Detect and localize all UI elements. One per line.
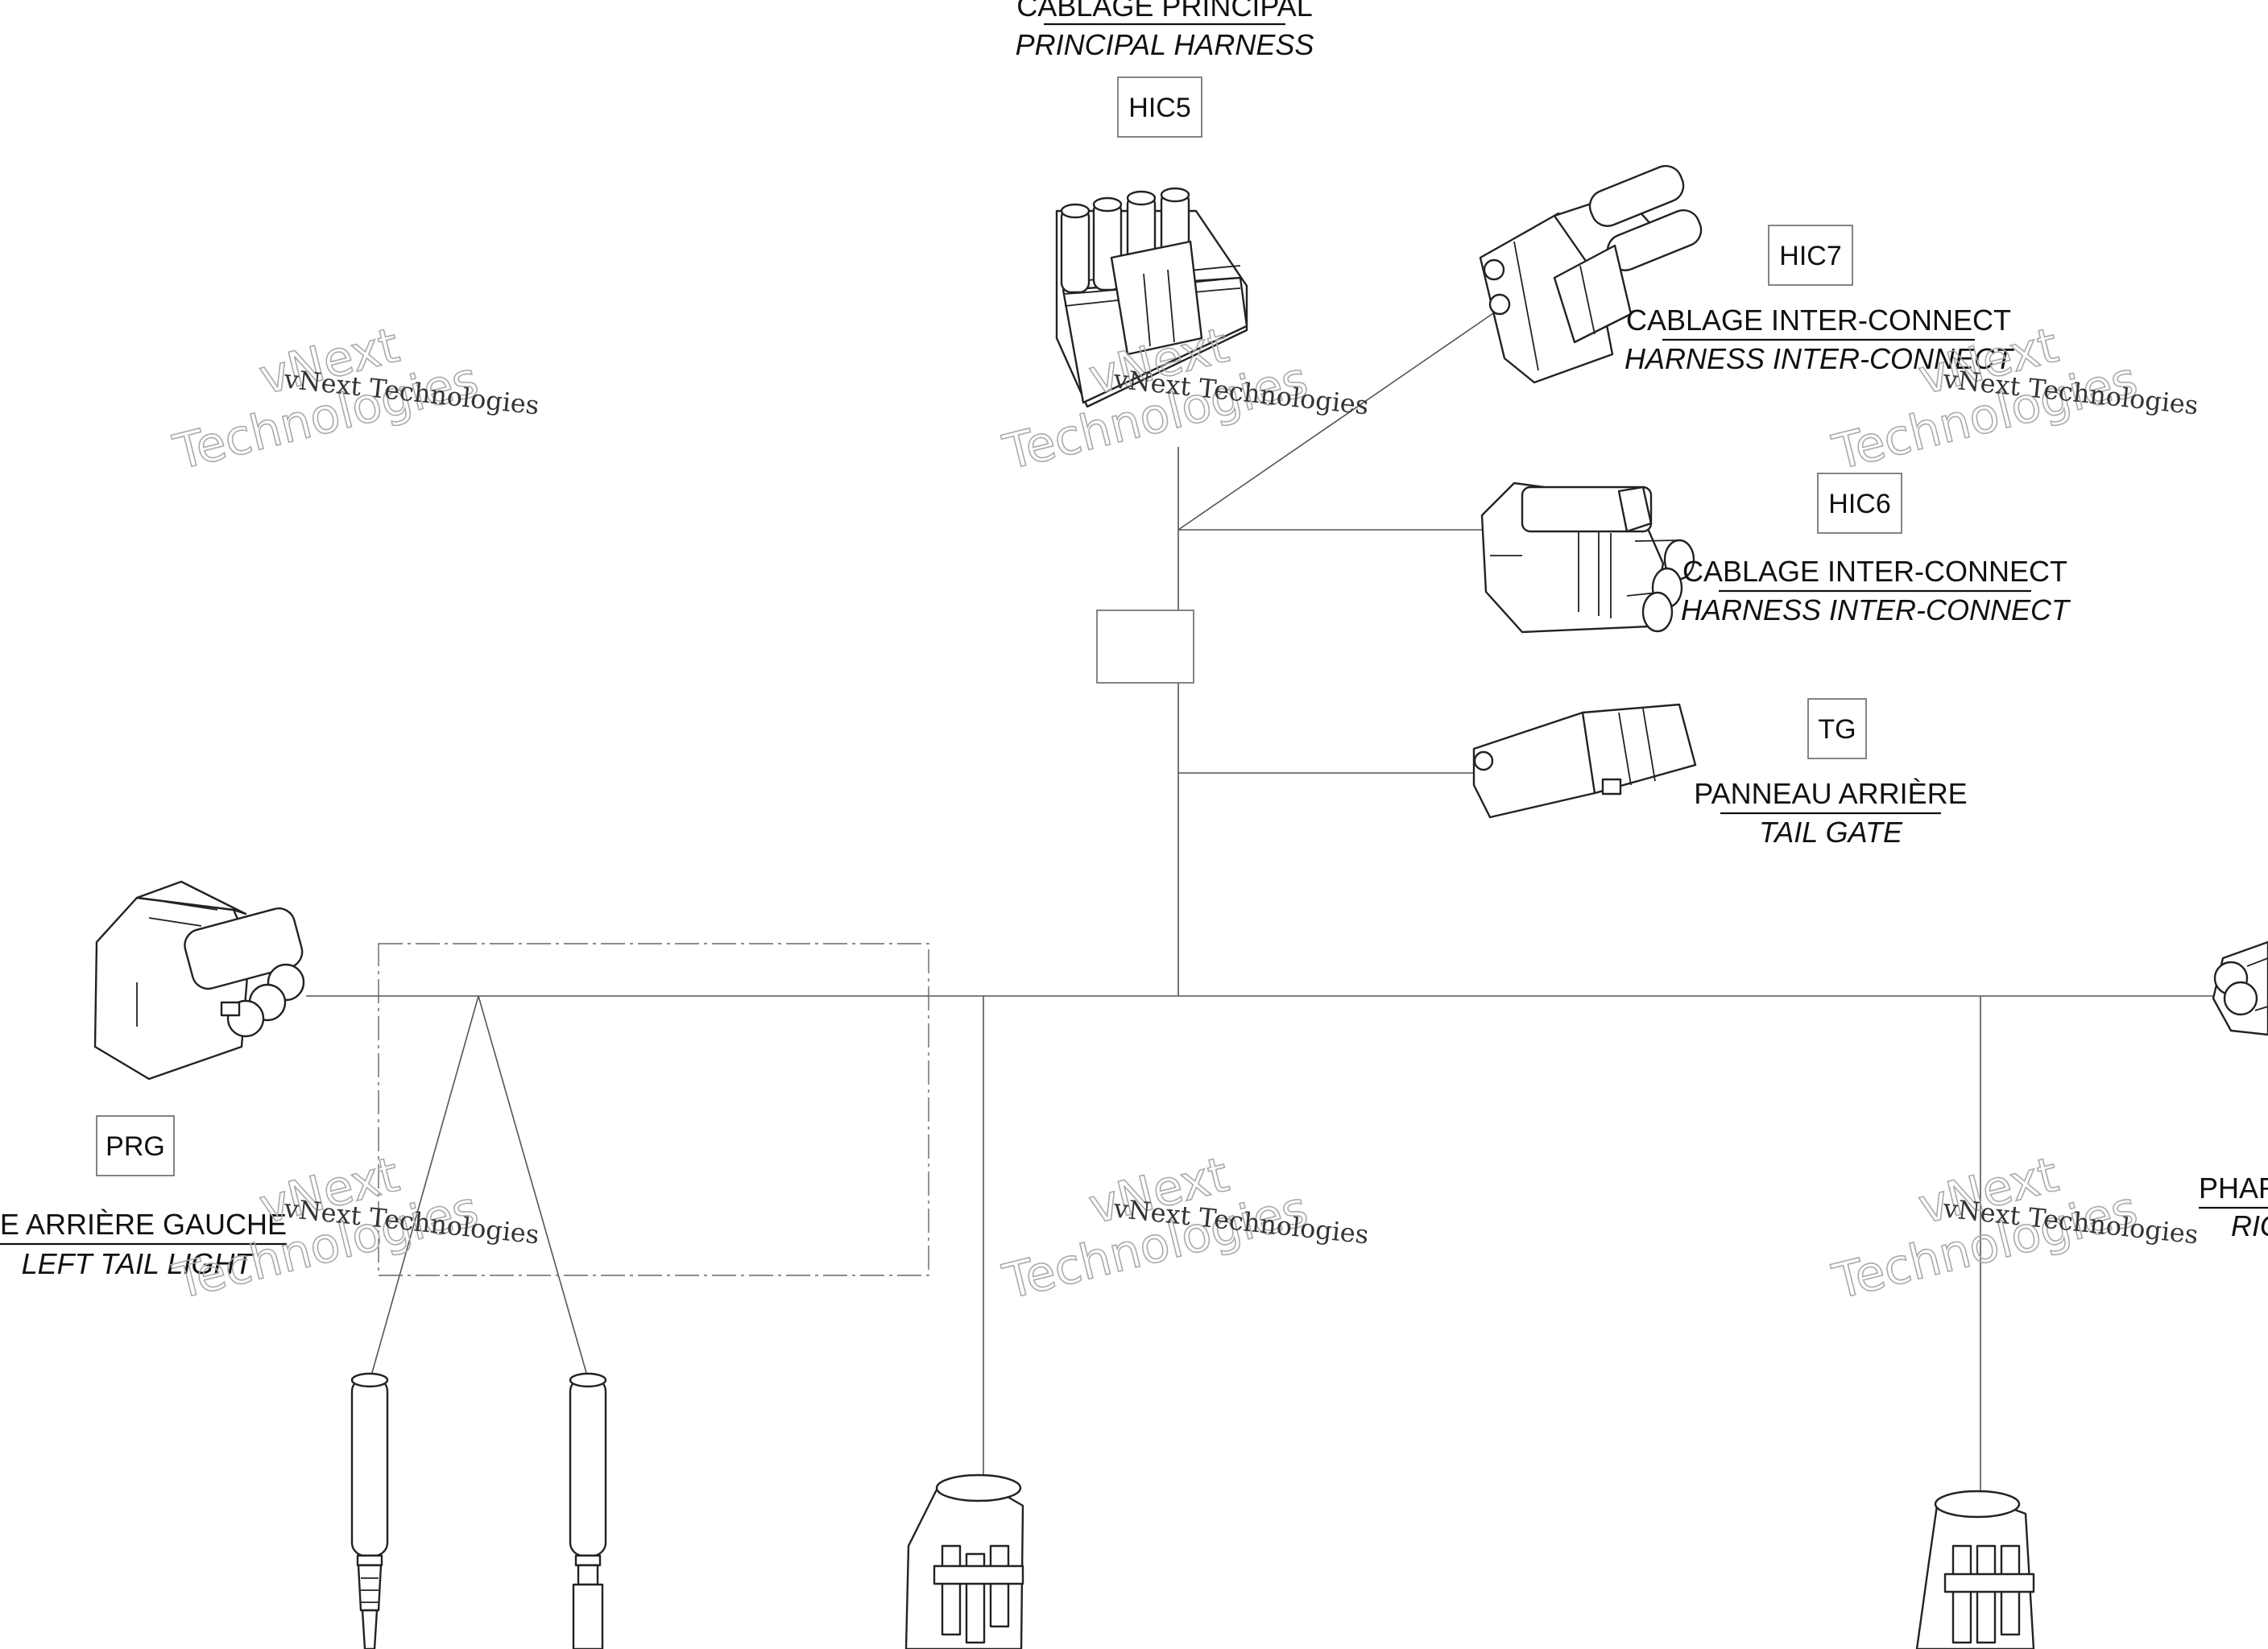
center-bottom-connector-icon bbox=[904, 1473, 1024, 1649]
terminal-left-wire bbox=[370, 995, 479, 1379]
label-hic7: CABLAGE INTER-CONNECT HARNESS INTER-CONN… bbox=[1624, 304, 2015, 375]
code-hic7: HIC7 bbox=[1779, 241, 1841, 271]
label-prd: PHARE RIG bbox=[2199, 1172, 2268, 1242]
code-prg: PRG bbox=[106, 1131, 165, 1162]
label-tg: PANNEAU ARRIÈRE TAIL GATE bbox=[1694, 777, 1967, 849]
wire-network bbox=[306, 309, 2231, 1502]
label-hic5-en: PRINCIPAL HARNESS bbox=[1016, 28, 1314, 61]
code-tg: TG bbox=[1818, 714, 1856, 745]
label-prg-en: LEFT TAIL LIGHT bbox=[22, 1247, 255, 1280]
terminal-right-wire bbox=[478, 995, 589, 1379]
label-prg-fr: PHARE ARRIÈRE GAUCHE bbox=[0, 1208, 287, 1241]
label-tg-fr: PANNEAU ARRIÈRE bbox=[1694, 777, 1967, 810]
code-box-prg: PRG bbox=[96, 1115, 175, 1176]
code-hic6: HIC6 bbox=[1828, 489, 1890, 519]
terminal-left-icon bbox=[350, 1372, 389, 1649]
label-hic6: CABLAGE INTER-CONNECT HARNESS INTER-CONN… bbox=[1681, 555, 2071, 626]
hic7-branch-wire bbox=[1177, 309, 1499, 531]
hic7-connector-icon bbox=[1479, 164, 1703, 384]
code-box-hic7: HIC7 bbox=[1768, 225, 1853, 286]
label-prg: PHARE ARRIÈRE GAUCHE LEFT TAIL LIGHT bbox=[0, 1208, 287, 1280]
right-tail-light-connector-icon bbox=[2212, 940, 2268, 1036]
code-hic5: HIC5 bbox=[1128, 93, 1190, 123]
code-box-hic5: HIC5 bbox=[1117, 76, 1202, 138]
label-prd-fr: PHARE bbox=[2199, 1172, 2268, 1205]
label-prd-en: RIG bbox=[2231, 1209, 2268, 1242]
label-hic5-fr: CABLAGE PRINCIPAL bbox=[1016, 0, 1312, 23]
junction-placeholder-box bbox=[1096, 610, 1194, 684]
left-tail-light-connector-icon bbox=[93, 880, 305, 1081]
code-box-tg: TG bbox=[1807, 698, 1867, 759]
label-hic6-en: HARNESS INTER-CONNECT bbox=[1681, 593, 2071, 626]
dashed-detail-frame bbox=[378, 943, 929, 1276]
hic5-connector-icon bbox=[1055, 187, 1248, 408]
code-box-hic6: HIC6 bbox=[1817, 473, 1902, 534]
label-hic6-fr: CABLAGE INTER-CONNECT bbox=[1682, 555, 2067, 588]
right-bottom-connector-icon bbox=[1915, 1490, 2035, 1649]
hic6-connector-icon bbox=[1480, 481, 1695, 634]
label-tg-en: TAIL GATE bbox=[1759, 816, 1903, 849]
terminal-right-icon bbox=[569, 1372, 607, 1649]
tg-connector-icon bbox=[1472, 703, 1697, 819]
label-hic7-fr: CABLAGE INTER-CONNECT bbox=[1626, 304, 2011, 337]
label-hic7-en: HARNESS INTER-CONNECT bbox=[1624, 342, 2015, 375]
label-hic5: CABLAGE PRINCIPAL PRINCIPAL HARNESS bbox=[1016, 0, 1314, 61]
